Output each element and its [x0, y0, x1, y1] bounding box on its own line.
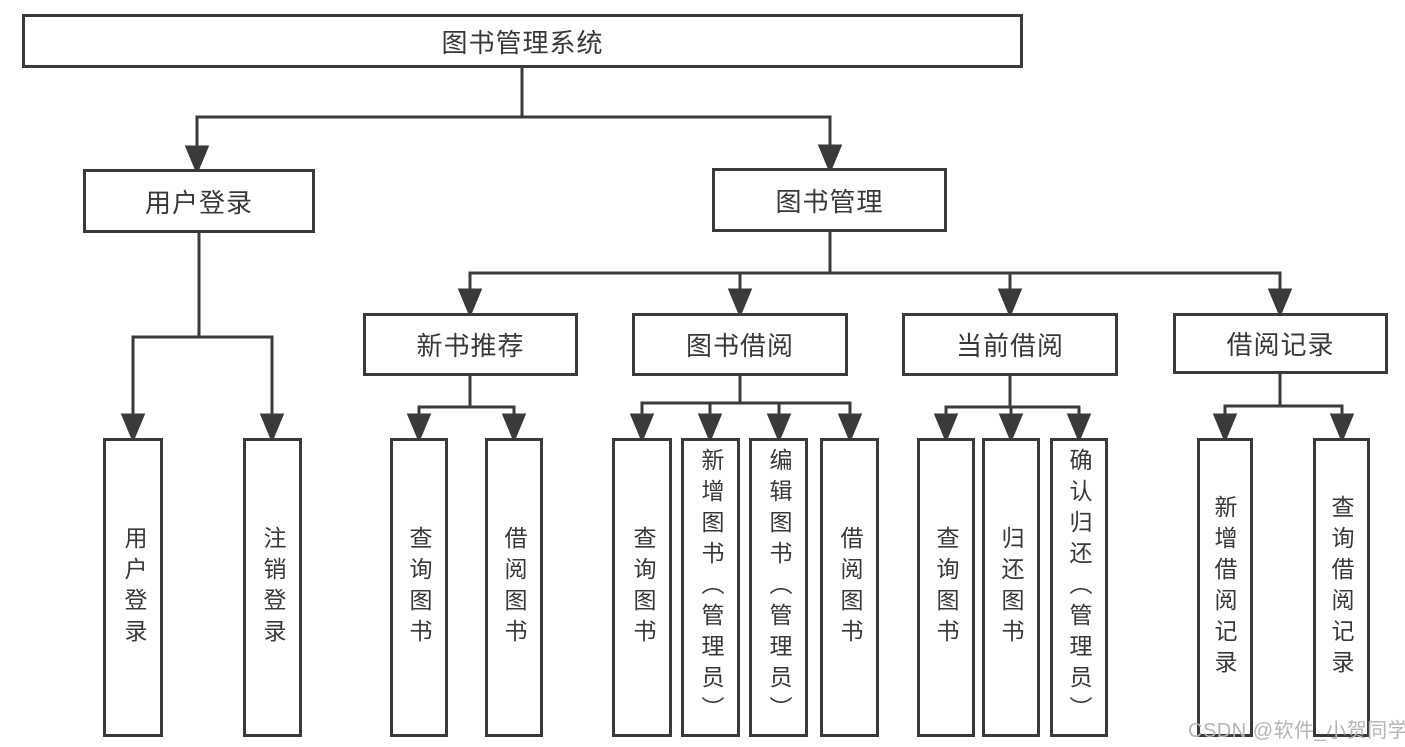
leaf-borrow-borrow-books: 借阅图书: [820, 438, 879, 737]
leaf-user-login: 用户登录: [103, 438, 163, 737]
node-current-borrow: 当前借阅: [902, 313, 1118, 376]
leaf-borrow-edit-books-admin: 编辑图书（管理员）: [749, 438, 808, 737]
node-book-management: 图书管理: [712, 168, 947, 232]
leaf-current-query-books: 查询图书: [917, 438, 975, 737]
node-borrow-records: 借阅记录: [1173, 313, 1388, 374]
leaf-records-add-record: 新增借阅记录: [1197, 438, 1253, 737]
leaf-borrow-add-books-admin: 新增图书（管理员）: [681, 438, 740, 737]
leaf-newbook-borrow-books: 借阅图书: [485, 438, 543, 737]
leaf-newbook-query-books: 查询图书: [390, 438, 448, 737]
leaf-logout-login: 注销登录: [243, 438, 302, 737]
node-user-login: 用户登录: [83, 169, 315, 233]
watermark: CSDN @软件_小贺同学: [1188, 720, 1405, 742]
leaf-records-query-record: 查询借阅记录: [1313, 438, 1370, 737]
leaf-borrow-query-books: 查询图书: [612, 438, 672, 737]
leaf-current-return-books: 归还图书: [982, 438, 1040, 737]
node-new-book-recommend: 新书推荐: [363, 313, 578, 376]
leaf-current-confirm-return-admin: 确认归还（管理员）: [1050, 438, 1108, 737]
node-root: 图书管理系统: [22, 14, 1023, 68]
node-book-borrow: 图书借阅: [632, 313, 848, 376]
